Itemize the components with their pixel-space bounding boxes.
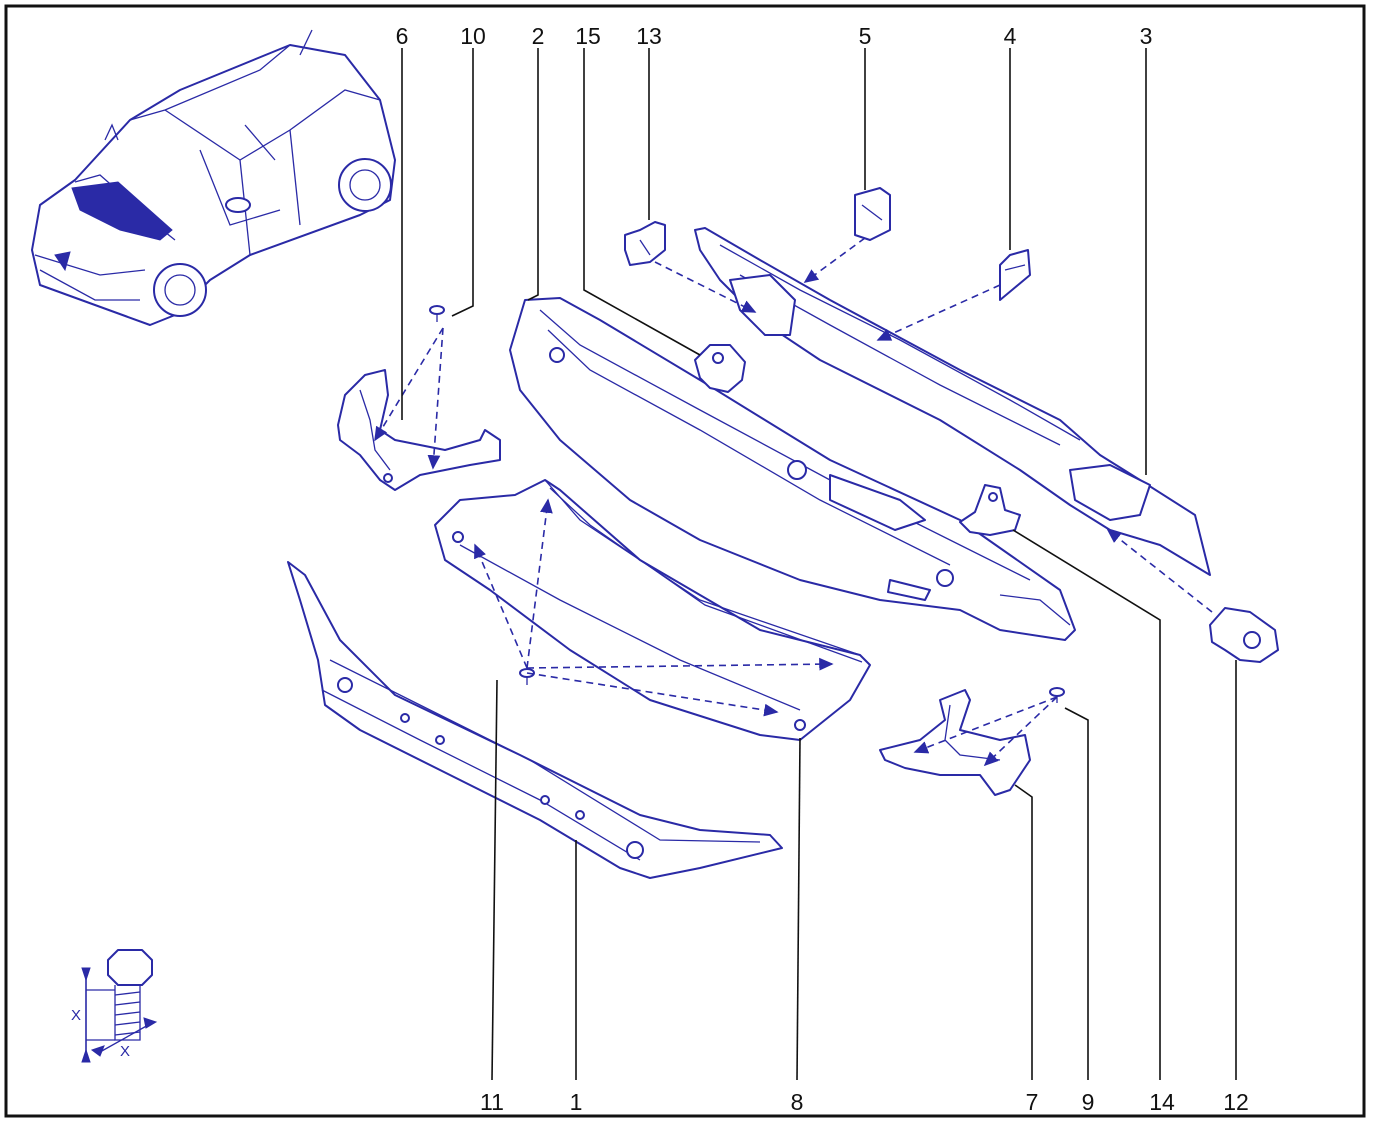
bolt-dimension-legend: X X: [71, 949, 158, 1063]
part-14-mount: [959, 484, 1021, 536]
part-13-bracket: [624, 221, 666, 266]
leader-lines: [401, 48, 1237, 1081]
callout-9: 9: [1082, 1089, 1095, 1115]
fastener-10: [429, 305, 445, 322]
part-8-scuttle-panel: [434, 479, 871, 741]
callout-3: 3: [1140, 23, 1153, 49]
diagram-frame: [4, 4, 1366, 1118]
part-5-bracket: [854, 187, 891, 241]
callout-11: 11: [480, 1089, 504, 1115]
legend-x-label-2: X: [120, 1043, 130, 1060]
callout-5: 5: [859, 23, 872, 49]
part-15-mount: [694, 344, 746, 393]
part-3-rail: [694, 227, 1211, 576]
car-overview-illustration: [31, 29, 396, 326]
callout-13: 13: [636, 23, 662, 49]
part-6-bracket-left: [337, 369, 501, 491]
callout-7: 7: [1026, 1089, 1039, 1115]
callout-6: 6: [396, 23, 409, 49]
callout-8: 8: [791, 1089, 804, 1115]
callout-2: 2: [532, 23, 545, 49]
part-7-bracket-right: [879, 689, 1031, 796]
callout-numbers: 6 10 2 15 13 5 4 3 11 1 8 7 9 14 12: [396, 23, 1249, 1115]
callout-14: 14: [1149, 1089, 1175, 1115]
part-2-upper-panel: [509, 297, 1076, 641]
callout-10: 10: [460, 23, 486, 49]
callout-4: 4: [1004, 23, 1017, 49]
callout-1: 1: [570, 1089, 583, 1115]
part-4-bracket: [999, 249, 1031, 301]
part-1-lower-cross-member: [287, 561, 783, 879]
part-12-bracket: [1209, 607, 1279, 663]
callout-12: 12: [1223, 1089, 1249, 1115]
fastener-9: [1049, 687, 1065, 703]
callout-15: 15: [575, 23, 601, 49]
assembly-arrows: [374, 237, 1213, 767]
fastener-11: [519, 668, 535, 685]
legend-x-label-1: X: [71, 1007, 81, 1024]
